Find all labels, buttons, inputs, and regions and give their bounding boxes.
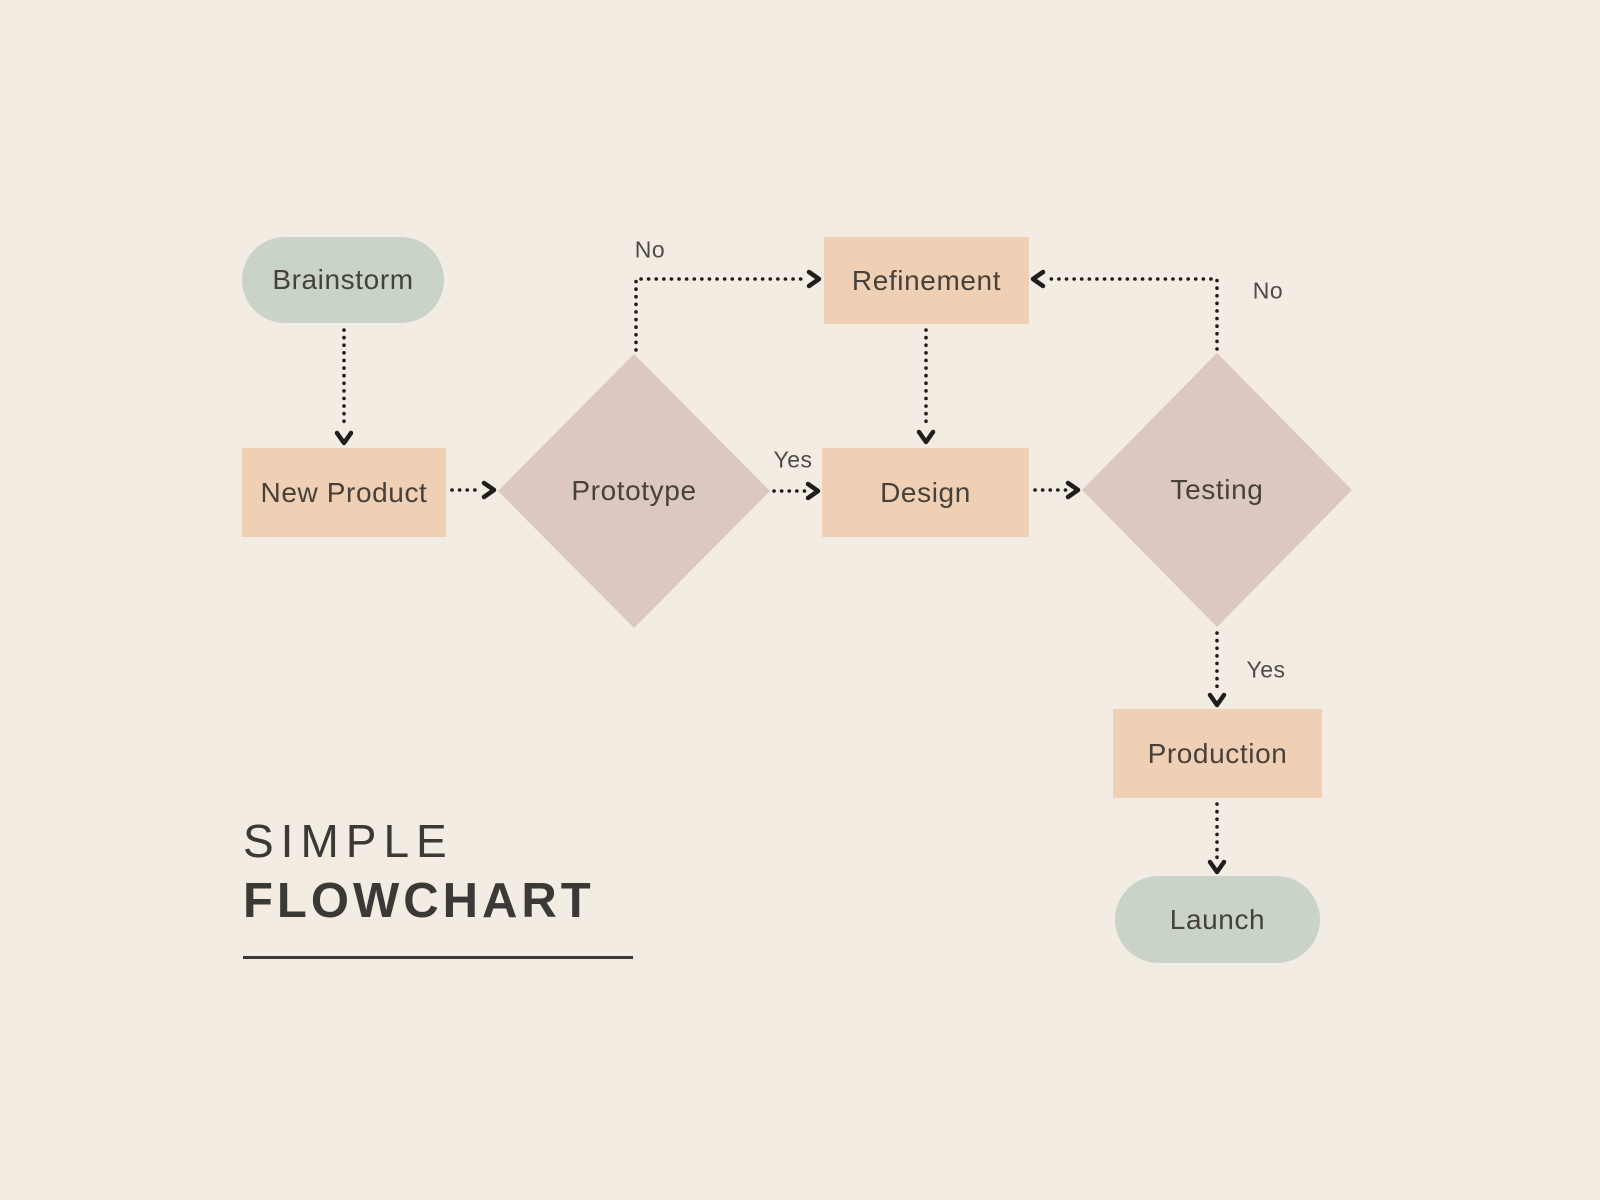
- arrow-prototype-to-design: [772, 481, 821, 501]
- edge-label-testing-no: No: [1252, 277, 1284, 304]
- node-prototype-label: Prototype: [571, 475, 697, 506]
- arrow-testing-to-production: [1207, 631, 1227, 708]
- arrow-brainstorm-to-new-product: [334, 328, 354, 446]
- arrow-design-to-testing: [1033, 480, 1081, 500]
- node-design-label: Design: [880, 476, 971, 508]
- arrow-new-product-to-prototype: [450, 480, 497, 500]
- edge-label-prototype-yes: Yes: [773, 446, 813, 473]
- arrow-testing-to-refinement: [1030, 269, 1219, 351]
- node-launch: Launch: [1115, 876, 1320, 963]
- arrow-production-to-launch: [1207, 802, 1227, 875]
- node-production-label: Production: [1147, 737, 1288, 769]
- node-production: Production: [1113, 709, 1322, 798]
- prototype-diamond-shape: [498, 354, 770, 628]
- edge-label-testing-yes: Yes: [1246, 656, 1286, 683]
- title-line-flowchart: FLOWCHART: [243, 874, 595, 928]
- arrow-prototype-to-refinement: [634, 269, 822, 352]
- node-testing-label: Testing: [1170, 474, 1264, 505]
- node-refinement-label: Refinement: [851, 264, 1002, 296]
- arrow-refinement-to-design: [916, 328, 936, 445]
- node-design: Design: [822, 448, 1029, 537]
- node-launch-label: Launch: [1169, 903, 1266, 935]
- testing-diamond-shape: [1082, 353, 1352, 627]
- node-refinement: Refinement: [824, 237, 1029, 324]
- node-new-product: New Product: [242, 448, 446, 537]
- node-brainstorm: Brainstorm: [242, 237, 444, 323]
- node-new-product-label: New Product: [260, 476, 428, 508]
- title-line-simple: SIMPLE: [243, 815, 454, 867]
- title-underline: [243, 956, 633, 959]
- edge-label-prototype-no: No: [634, 236, 666, 263]
- node-brainstorm-label: Brainstorm: [272, 264, 414, 295]
